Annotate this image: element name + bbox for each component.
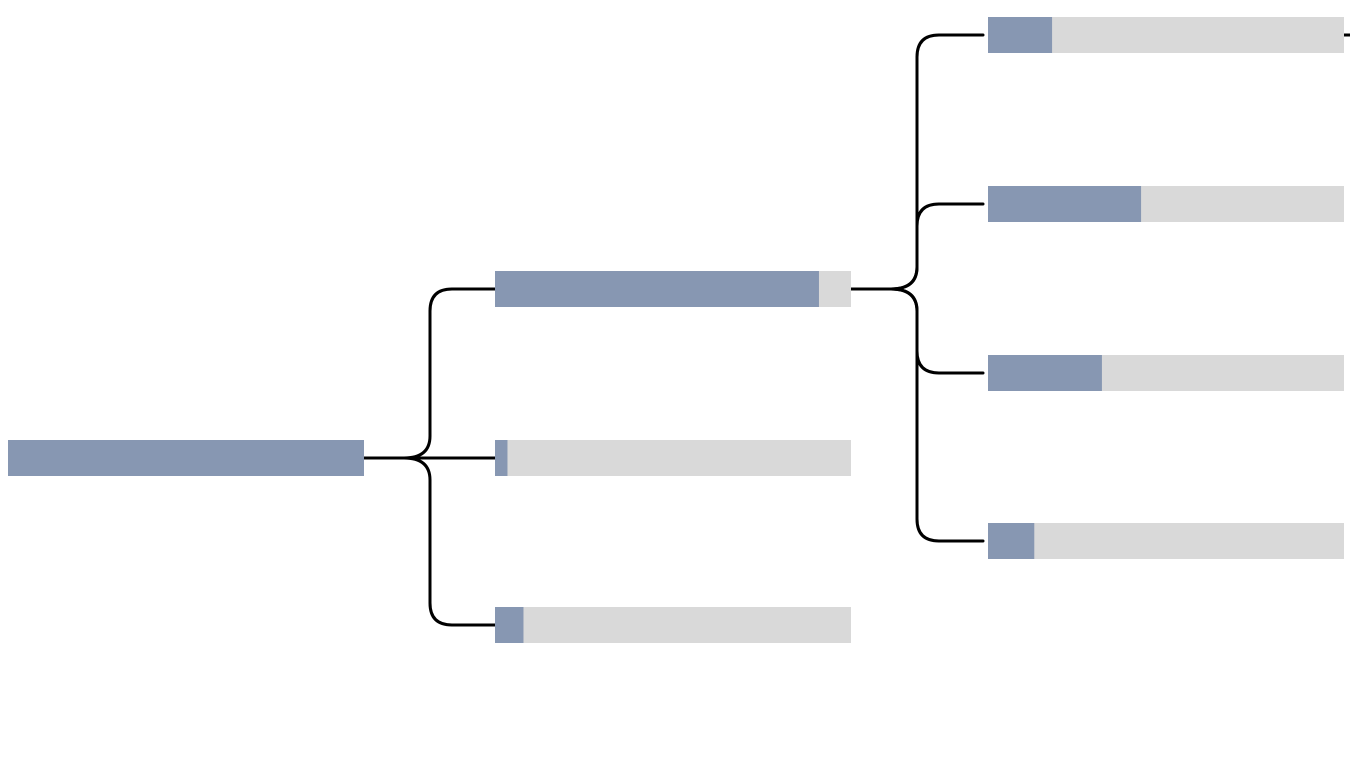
level1-connectors-link-2 <box>849 202 985 291</box>
level1-node-1-fill <box>495 271 819 307</box>
root-connectors <box>362 287 498 627</box>
level2-node-4-fill <box>988 523 1035 559</box>
level1-node-3-fill <box>495 607 524 643</box>
level2-node-3[interactable] <box>988 355 1344 391</box>
root-connectors-link-3 <box>362 456 498 627</box>
level2-node-4-track <box>988 523 1344 559</box>
level2-node-1[interactable] <box>988 17 1344 53</box>
root-connectors-link-1 <box>362 287 498 460</box>
level1-node-2-track <box>495 440 851 476</box>
root-node-fill <box>8 440 364 476</box>
level2-node-2[interactable] <box>988 186 1344 222</box>
level2-node-4[interactable] <box>988 523 1344 559</box>
level1-node-2-fill <box>495 440 508 476</box>
level1-node-3-track <box>495 607 851 643</box>
root-node[interactable] <box>8 440 364 476</box>
level1-connectors <box>849 33 985 543</box>
level1-node-1[interactable] <box>495 271 851 307</box>
level2-node-1-fill <box>988 17 1053 53</box>
level1-node-2[interactable] <box>495 440 851 476</box>
level2-node-3-fill <box>988 355 1102 391</box>
level2-node-2-fill <box>988 186 1142 222</box>
level1-connectors-link-4 <box>849 287 985 543</box>
level1-node-3[interactable] <box>495 607 851 643</box>
